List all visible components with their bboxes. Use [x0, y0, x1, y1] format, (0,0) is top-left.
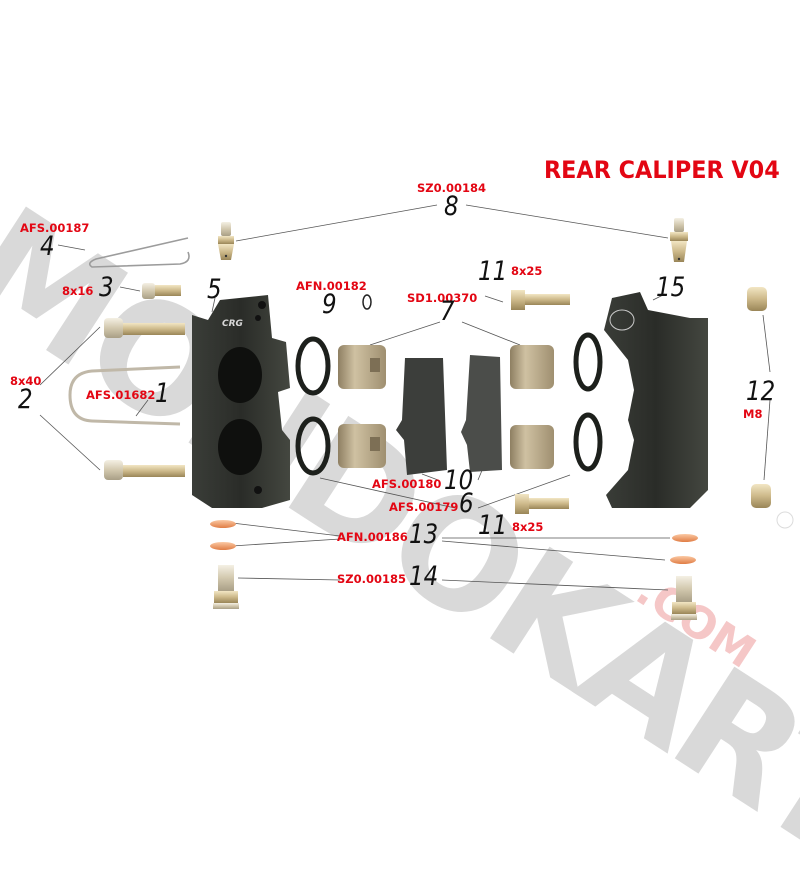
part-14-code: SZ0.00185 — [337, 572, 406, 586]
part-12-number: 12 — [746, 376, 776, 407]
banjo-bolt-left-icon — [213, 565, 239, 609]
bleed-screw-left-icon — [218, 222, 234, 260]
pistons-icon — [338, 345, 554, 469]
svg-text:CRG: CRG — [222, 319, 243, 329]
banjo-bolt-right-icon — [671, 576, 697, 620]
part-10-number: 10 — [444, 465, 474, 496]
brake-pads-icon — [396, 355, 502, 475]
part-6-number: 6 — [459, 488, 474, 519]
part-8-code: SZ0.00184 — [417, 181, 486, 195]
bolt-8x25-bottom-icon — [515, 494, 569, 514]
piston-seals-icon — [295, 332, 603, 476]
o-ring-icon — [362, 294, 372, 310]
bolt-8x40-bottom-icon — [104, 460, 185, 480]
part-11-bottom-number: 11 — [478, 510, 508, 541]
part-1-number: 1 — [155, 378, 170, 409]
spring-clip-icon — [88, 237, 190, 268]
part-10-code: AFS.00180 — [372, 477, 442, 491]
part-6-code: AFS.00179 — [389, 500, 459, 514]
nut-m8-bottom-icon — [751, 484, 771, 508]
bolt-8x16-icon — [142, 283, 181, 299]
pad-pin-icon — [68, 365, 181, 426]
exploded-diagram: MONDOKART .COM — [0, 156, 800, 889]
part-11-top-number: 11 — [478, 256, 508, 287]
part-15-number: 15 — [656, 272, 686, 303]
part-13-number: 13 — [409, 519, 439, 550]
part-4-number: 4 — [40, 231, 55, 262]
part-7-code: SD1.00370 — [407, 291, 478, 305]
nut-m8-top-icon — [747, 287, 767, 311]
part-11-top-code: 8x25 — [511, 264, 543, 278]
bolt-8x40-top-icon — [104, 318, 185, 338]
part-11-bottom-code: 8x25 — [512, 520, 544, 534]
part-2-code: 8x40 — [10, 374, 42, 388]
copper-washers-icon — [210, 520, 698, 564]
part-2-number: 2 — [18, 384, 33, 415]
part-5-number: 5 — [207, 274, 222, 305]
part-9-code: AFN.00182 — [296, 279, 367, 293]
part-7-number: 7 — [440, 296, 455, 327]
part-8-number: 8 — [444, 191, 459, 222]
part-9-number: 9 — [322, 289, 337, 320]
part-3-number: 3 — [99, 272, 114, 303]
leader-lines — [39, 204, 771, 591]
part-14-number: 14 — [409, 561, 439, 592]
caliper-half-right-icon — [604, 292, 708, 508]
part-3-code: 8x16 — [62, 284, 94, 298]
part-12-code: M8 — [743, 407, 763, 421]
bleed-screw-right-icon — [670, 218, 688, 262]
bolt-8x25-top-icon — [511, 290, 570, 310]
part-4-code: AFS.00187 — [20, 221, 90, 235]
diagram-title: REAR CALIPER V04 — [544, 156, 780, 184]
part-13-code: AFN.00186 — [337, 530, 408, 544]
caliper-half-left-icon: CRG — [192, 295, 290, 508]
parts-illustration: CRG — [39, 204, 794, 620]
part-1-code: AFS.01682 — [86, 388, 156, 402]
